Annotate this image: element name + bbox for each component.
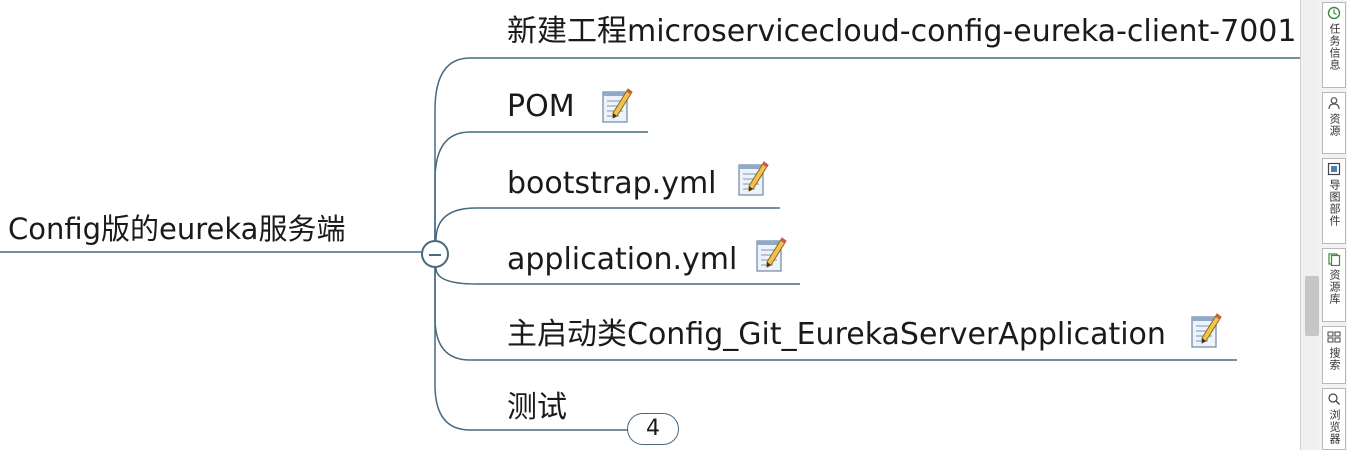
side-tab-map-widgets[interactable]: 导图部件 xyxy=(1322,158,1346,244)
topic-bootstrap-yml[interactable]: bootstrap.yml xyxy=(507,166,717,202)
library-icon xyxy=(1328,253,1341,266)
topic-new-project[interactable]: 新建工程microservicecloud-config-eureka-clie… xyxy=(507,14,1296,50)
side-tab-resources[interactable]: 资源 xyxy=(1322,92,1346,154)
side-tab-task-info[interactable]: 任务信息 xyxy=(1322,2,1346,88)
vertical-scrollbar[interactable] xyxy=(1303,0,1319,450)
scrollbar-thumb[interactable] xyxy=(1305,276,1319,336)
topic-test[interactable]: 测试 xyxy=(507,390,567,426)
side-tab-label: 任务信息 xyxy=(1328,23,1341,71)
topic-pom[interactable]: POM xyxy=(507,89,575,125)
side-tab-label: 搜索 xyxy=(1328,347,1341,371)
side-panel: 任务信息 资源 导图部件 资源库 搜索 xyxy=(1300,0,1347,450)
side-tab-label: 浏览器 xyxy=(1328,409,1341,445)
collapsed-count: 4 xyxy=(646,416,660,441)
widget-icon xyxy=(1327,162,1341,176)
side-tab-library[interactable]: 资源库 xyxy=(1322,248,1346,322)
branch-connectors xyxy=(0,57,1300,431)
topic-application-yml[interactable]: application.yml xyxy=(507,242,737,278)
topic-label: 主启动类Config_Git_EurekaServerApplication xyxy=(507,317,1166,352)
side-tab-label: 导图部件 xyxy=(1328,179,1341,227)
mindmap-canvas[interactable]: Config版的eureka服务端 新建工程microservicecloud-… xyxy=(0,0,1300,450)
collapse-toggle-button[interactable] xyxy=(421,240,449,268)
side-tab-browser[interactable]: 浏览器 xyxy=(1322,388,1346,450)
root-topic[interactable]: Config版的eureka服务端 xyxy=(8,211,345,247)
topic-label: 新建工程microservicecloud-config-eureka-clie… xyxy=(507,14,1297,49)
search-icon xyxy=(1327,331,1341,343)
person-icon xyxy=(1328,97,1340,110)
topic-label: application.yml xyxy=(507,242,738,277)
topic-label: 测试 xyxy=(507,390,567,425)
note-icon[interactable] xyxy=(1190,311,1222,351)
topic-main-class[interactable]: 主启动类Config_Git_EurekaServerApplication xyxy=(507,317,1166,353)
browser-icon xyxy=(1328,393,1340,405)
side-tab-label: 资源库 xyxy=(1328,269,1341,305)
note-icon[interactable] xyxy=(755,235,787,275)
topic-label: bootstrap.yml xyxy=(507,166,717,201)
clock-icon xyxy=(1327,6,1341,20)
collapsed-count-badge[interactable]: 4 xyxy=(627,413,679,445)
root-topic-label: Config版的eureka服务端 xyxy=(8,212,346,246)
topic-label: POM xyxy=(507,89,575,124)
note-icon[interactable] xyxy=(601,86,633,126)
note-icon[interactable] xyxy=(737,159,769,199)
side-tab-label: 资源 xyxy=(1328,113,1341,137)
minus-icon xyxy=(429,254,441,256)
side-tab-search[interactable]: 搜索 xyxy=(1322,326,1346,384)
